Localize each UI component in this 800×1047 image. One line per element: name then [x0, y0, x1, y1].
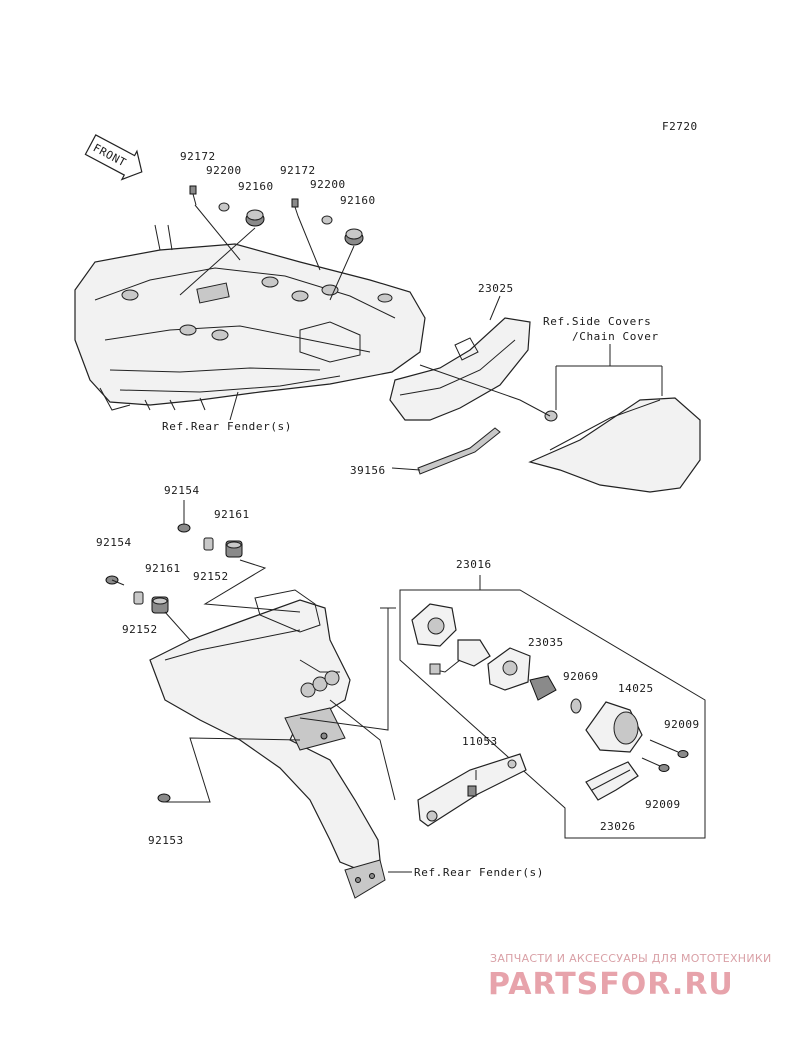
figure-code: F2720 [662, 120, 698, 133]
bolt-92154-top [177, 500, 191, 533]
label-92152-left: 92152 [122, 623, 158, 636]
grommet-92161-left [151, 596, 169, 614]
label-39156: 39156 [350, 464, 386, 477]
label-23035: 23035 [528, 636, 564, 649]
label-92172-left: 92172 [180, 150, 216, 163]
watermark-logo: PARTSFOR.RU [488, 967, 734, 1002]
lens-14025 [585, 701, 643, 753]
grommet-92160-right [344, 228, 364, 246]
label-92009-lower: 92009 [645, 798, 681, 811]
label-92009-upper: 92009 [664, 718, 700, 731]
label-ref-chain-cover: /Chain Cover [572, 330, 659, 343]
label-92154-top: 92154 [164, 484, 200, 497]
side-cover [528, 397, 701, 493]
label-92069: 92069 [563, 670, 599, 683]
label-92160-right: 92160 [340, 194, 376, 207]
license-bracket-11053 [417, 753, 527, 827]
socket-23035 [487, 647, 557, 701]
watermark-tagline: ЗАПЧАСТИ И АКСЕССУАРЫ ДЛЯ МОТОТЕХНИКИ [490, 952, 772, 965]
strip-39156 [417, 427, 501, 475]
washer-92200-right [321, 215, 333, 225]
label-11053: 11053 [462, 735, 498, 748]
washer-92200-left [218, 202, 230, 212]
bolt-92154-left [105, 575, 125, 586]
seat-cowl-assembly [74, 224, 426, 411]
grommet-92161-top [225, 540, 243, 558]
screw-92009-upper [649, 739, 689, 758]
label-92161-top: 92161 [214, 508, 250, 521]
license-light-housing [411, 603, 491, 675]
bolt-92172-right [291, 198, 299, 217]
grommet-92160-left [245, 209, 265, 227]
label-23026: 23026 [600, 820, 636, 833]
label-92200-left: 92200 [206, 164, 242, 177]
collar-92152-top [203, 537, 214, 551]
cover-23026 [585, 761, 639, 801]
screw-92009-lower [641, 757, 670, 772]
label-ref-side-covers: Ref.Side Covers [543, 315, 651, 328]
label-23016: 23016 [456, 558, 492, 571]
label-92160-left: 92160 [238, 180, 274, 193]
bolt-92172-left [189, 185, 197, 206]
bolt-92153 [157, 793, 182, 803]
label-92153: 92153 [148, 834, 184, 847]
front-arrow-icon: FRONT [84, 134, 143, 181]
label-92172-right: 92172 [280, 164, 316, 177]
label-ref-rear-fender-bottom: Ref.Rear Fender(s) [414, 866, 544, 879]
label-92154-left: 92154 [96, 536, 132, 549]
label-23025: 23025 [478, 282, 514, 295]
label-14025: 14025 [618, 682, 654, 695]
label-92152-top: 92152 [193, 570, 229, 583]
rear-fender-bracket [149, 589, 386, 899]
collar-92152-left [133, 591, 144, 605]
bulb-92069 [570, 698, 582, 714]
label-92161-left: 92161 [145, 562, 181, 575]
label-ref-rear-fender-top: Ref.Rear Fender(s) [162, 420, 292, 433]
label-92200-right: 92200 [310, 178, 346, 191]
